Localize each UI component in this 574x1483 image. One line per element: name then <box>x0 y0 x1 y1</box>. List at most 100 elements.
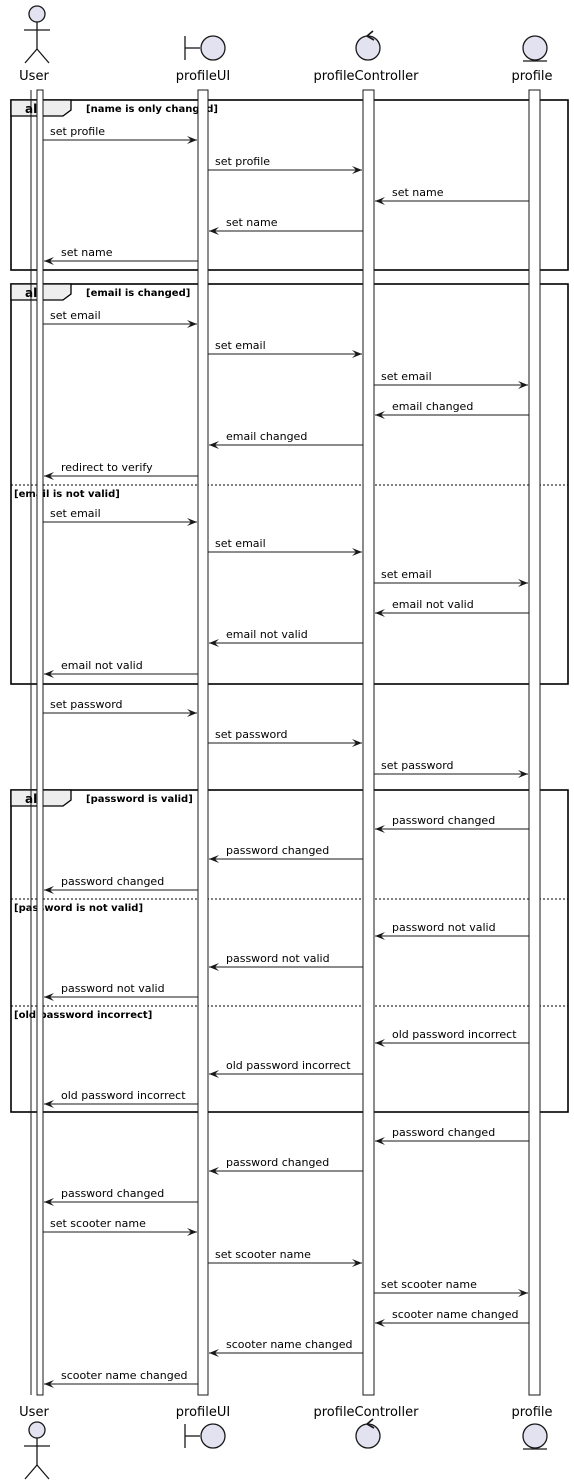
message-label: set scooter name <box>381 1278 477 1291</box>
arrowhead <box>352 548 362 556</box>
message-label: scooter name changed <box>392 1308 519 1321</box>
actor-icon <box>24 5 50 64</box>
message: set profile <box>43 125 197 144</box>
message-label: redirect to verify <box>61 461 153 474</box>
message: password not valid <box>209 952 363 971</box>
message-label: old password incorrect <box>392 1028 517 1041</box>
message: set password <box>43 698 197 717</box>
message: set scooter name <box>374 1278 528 1297</box>
alt-condition: [old password incorrect] <box>14 1010 152 1021</box>
message: set name <box>44 246 198 265</box>
arrowhead <box>187 709 197 717</box>
message-label: old password incorrect <box>61 1089 186 1102</box>
message: set password <box>208 728 362 747</box>
lifeline-user <box>36 89 44 1396</box>
arrowhead <box>44 670 54 678</box>
alt-frame <box>10 99 569 271</box>
message: old password incorrect <box>209 1059 363 1078</box>
message-label: email not valid <box>61 659 143 672</box>
message: scooter name changed <box>375 1308 529 1327</box>
message: scooter name changed <box>209 1338 363 1357</box>
message: password changed <box>209 844 363 863</box>
alt-condition: [password is not valid] <box>14 903 143 914</box>
arrowhead <box>209 963 219 971</box>
message: email not valid <box>44 659 198 678</box>
message-label: set scooter name <box>215 1248 311 1261</box>
participant-foot-ui: profileUI <box>176 1405 230 1449</box>
participant-head-ctrl: profileController <box>313 30 419 84</box>
message-label: set email <box>381 568 432 581</box>
message-label: password not valid <box>61 982 165 995</box>
alt-fragment: alt[email is changed][email is not valid… <box>10 283 569 685</box>
lifeline-profile <box>528 89 541 1396</box>
arrowhead <box>209 1167 219 1175</box>
arrowhead <box>187 1228 197 1236</box>
participant-foot-user: User <box>19 1405 50 1480</box>
message-label: set email <box>381 370 432 383</box>
message-label: password not valid <box>392 921 496 934</box>
message: set email <box>43 309 197 328</box>
arrowhead <box>44 1380 54 1388</box>
message: scooter name changed <box>44 1369 198 1388</box>
message-label: scooter name changed <box>226 1338 353 1351</box>
message: password changed <box>44 1187 198 1206</box>
alt-frame <box>10 283 569 685</box>
message: password changed <box>375 1126 529 1145</box>
control-icon <box>355 1418 381 1449</box>
arrowhead <box>209 227 219 235</box>
boundary-icon <box>184 1423 226 1449</box>
participant-name: profileUI <box>176 1405 230 1420</box>
arrowhead <box>518 579 528 587</box>
message: set name <box>209 216 363 235</box>
arrowhead <box>44 1198 54 1206</box>
alt-condition: [name is only changed] <box>86 104 218 115</box>
message: set email <box>208 339 362 358</box>
entity-icon <box>522 1423 548 1450</box>
arrowhead <box>187 136 197 144</box>
message: set password <box>374 759 528 778</box>
message: email changed <box>209 430 363 449</box>
arrowhead <box>375 932 385 940</box>
message-label: set password <box>215 728 288 741</box>
message: old password incorrect <box>44 1089 198 1108</box>
alt-frame <box>10 789 569 1113</box>
message: set name <box>375 186 529 205</box>
message: password changed <box>44 875 198 894</box>
message: password not valid <box>375 921 529 940</box>
message-label: set email <box>50 507 101 520</box>
arrowhead <box>375 825 385 833</box>
message-label: password changed <box>226 844 329 857</box>
message: redirect to verify <box>44 461 198 480</box>
message: old password incorrect <box>375 1028 529 1047</box>
message: set email <box>374 568 528 587</box>
arrowhead <box>375 411 385 419</box>
message: email changed <box>375 400 529 419</box>
message-label: password changed <box>61 875 164 888</box>
message: set scooter name <box>208 1248 362 1267</box>
participant-layer: UserUserprofileUIprofileUIprofileControl… <box>19 5 553 1480</box>
arrowhead <box>375 1319 385 1327</box>
message-label: set profile <box>50 125 105 138</box>
arrowhead <box>44 257 54 265</box>
message-label: set name <box>392 186 444 199</box>
participant-name: profileController <box>313 1405 419 1420</box>
boundary-icon <box>184 35 226 61</box>
message: password not valid <box>44 982 198 1001</box>
message: set profile <box>208 155 362 174</box>
participant-foot-profile: profile <box>511 1405 553 1450</box>
alt-fragment: alt[password is valid][password is not v… <box>10 789 569 1113</box>
alt-condition: [email is changed] <box>86 288 190 299</box>
arrowhead <box>375 1039 385 1047</box>
arrowhead <box>209 441 219 449</box>
arrowhead <box>518 381 528 389</box>
message-layer: set profile set profile set name set name se… <box>43 125 529 1388</box>
message-label: password changed <box>392 1126 495 1139</box>
actor-icon <box>24 1421 50 1480</box>
arrowhead <box>518 1289 528 1297</box>
alt-condition: [email is not valid] <box>14 489 120 500</box>
message: email not valid <box>375 598 529 617</box>
message-label: set password <box>381 759 454 772</box>
message-label: email not valid <box>226 628 308 641</box>
message: set email <box>43 507 197 526</box>
message: set email <box>208 537 362 556</box>
